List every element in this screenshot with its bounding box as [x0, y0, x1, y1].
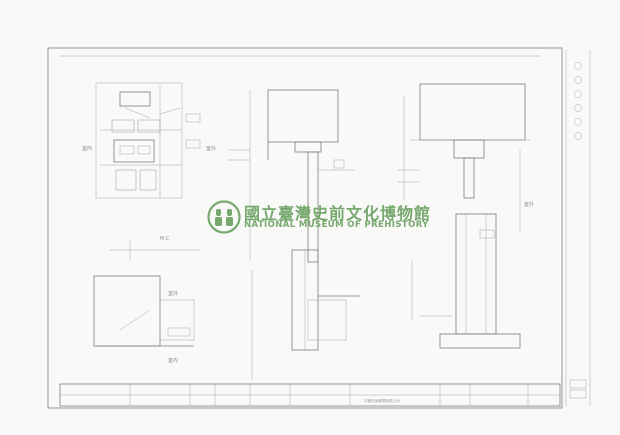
label-side-right: 室外	[206, 145, 216, 152]
museum-logo-icon	[207, 200, 241, 234]
label-room-b: 室內	[168, 357, 178, 364]
watermark-name-en: NATIONAL MUSEUM OF PREHISTORY	[244, 220, 429, 230]
detail-bottom-left	[93, 240, 200, 347]
title-block-company: 中國技術顧問有限公司	[364, 398, 400, 403]
sheet-border	[47, 47, 563, 409]
detail-bottom-middle	[251, 249, 360, 380]
detail-bottom-right	[411, 213, 521, 349]
detail-top-middle	[228, 89, 355, 263]
watermark-name-zh: 國立臺灣史前文化博物館	[244, 204, 432, 223]
label-room-a: 室外	[168, 290, 178, 297]
label-side-right2: 室外	[524, 201, 534, 208]
label-mark-top: M.C	[160, 236, 170, 242]
label-side-left: 室內	[82, 145, 92, 152]
title-block	[59, 383, 561, 407]
detail-top-right	[398, 83, 530, 232]
detail-top-left	[95, 82, 201, 199]
revision-column	[565, 50, 591, 406]
